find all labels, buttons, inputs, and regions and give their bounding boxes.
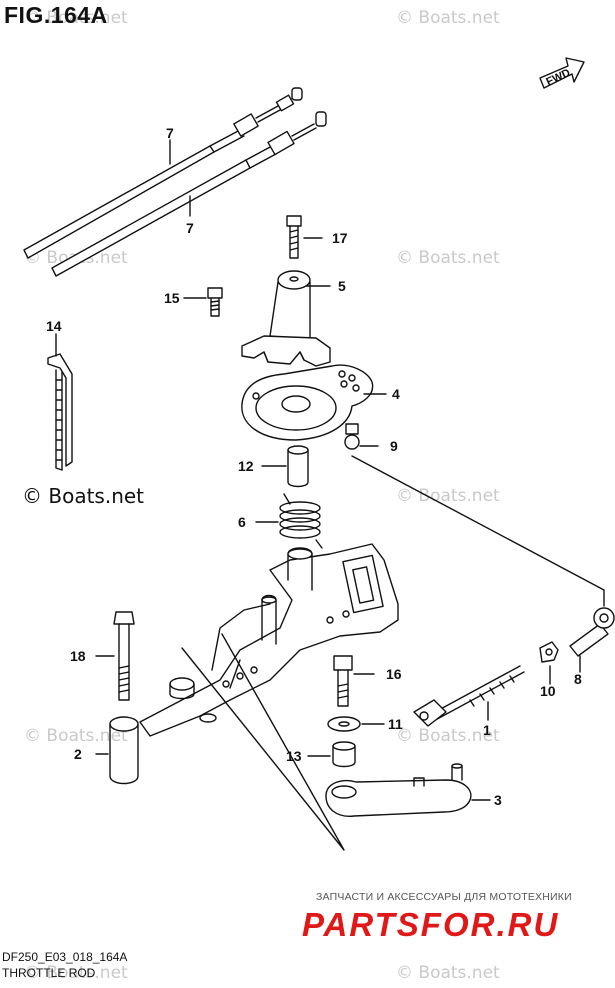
rod-end-8 bbox=[569, 607, 615, 657]
lever-3 bbox=[325, 763, 472, 817]
copyright-notice: © Boats.net bbox=[22, 484, 145, 508]
callout-15: 15 bbox=[164, 290, 180, 306]
throttle-cable-lower bbox=[51, 111, 327, 277]
throttle-arm-2 bbox=[109, 543, 399, 785]
callout-2: 2 bbox=[74, 746, 82, 762]
nut-10 bbox=[539, 641, 559, 663]
collar-13 bbox=[332, 741, 356, 768]
bolt-16 bbox=[333, 655, 353, 707]
callout-16: 16 bbox=[386, 666, 402, 682]
callout-6: 6 bbox=[238, 514, 246, 530]
model-code: DF250_E03_018_164A bbox=[2, 950, 128, 964]
throttle-cable-upper bbox=[23, 87, 303, 259]
watermark: © Boats.net bbox=[396, 8, 500, 28]
ball-joint-9 bbox=[344, 423, 360, 450]
fwd-arrow-icon bbox=[539, 57, 585, 89]
callout-12: 12 bbox=[238, 458, 254, 474]
callout-5: 5 bbox=[338, 278, 346, 294]
promo-tagline: ЗАПЧАСТИ И АКСЕССУАРЫ ДЛЯ МОТОТЕХНИКИ bbox=[316, 891, 572, 903]
fwd-label: FWD bbox=[544, 67, 572, 88]
watermark: © Boats.net bbox=[396, 248, 500, 268]
spring-6 bbox=[279, 493, 323, 549]
callout-4: 4 bbox=[392, 386, 400, 402]
watermark: © Boats.net bbox=[396, 963, 500, 983]
watermark: © Boats.net bbox=[396, 486, 500, 506]
collar-12 bbox=[287, 445, 309, 488]
bolt-17 bbox=[286, 215, 302, 259]
callout-7b: 7 bbox=[186, 220, 194, 236]
callout-7a: 7 bbox=[166, 125, 174, 141]
figure-title: FIG.164A bbox=[4, 2, 108, 28]
callout-17: 17 bbox=[332, 230, 348, 246]
cable-tie-14 bbox=[47, 353, 73, 471]
callout-1: 1 bbox=[483, 722, 491, 738]
watermark: © Boats.net bbox=[396, 726, 500, 746]
callout-13: 13 bbox=[286, 748, 302, 764]
watermark: © Boats.net bbox=[24, 8, 128, 28]
callout-18: 18 bbox=[70, 648, 86, 664]
bolt-15 bbox=[207, 287, 223, 317]
watermark: © Boats.net bbox=[24, 963, 128, 983]
diagram-name: THROTTLE ROD bbox=[2, 966, 96, 980]
bolt-18 bbox=[113, 611, 135, 701]
bracket-5 bbox=[241, 270, 331, 367]
cam-plate-4 bbox=[241, 364, 374, 441]
callout-3: 3 bbox=[494, 792, 502, 808]
washer-11 bbox=[327, 716, 361, 732]
callout-14: 14 bbox=[46, 318, 62, 334]
callout-10: 10 bbox=[540, 683, 556, 699]
callout-11: 11 bbox=[388, 716, 403, 732]
callout-9: 9 bbox=[390, 438, 398, 454]
callout-8: 8 bbox=[574, 671, 582, 687]
watermark: © Boats.net bbox=[24, 726, 128, 746]
promo-logo: PARTSFOR.RU bbox=[302, 906, 560, 943]
throttle-rod-1 bbox=[413, 665, 525, 727]
